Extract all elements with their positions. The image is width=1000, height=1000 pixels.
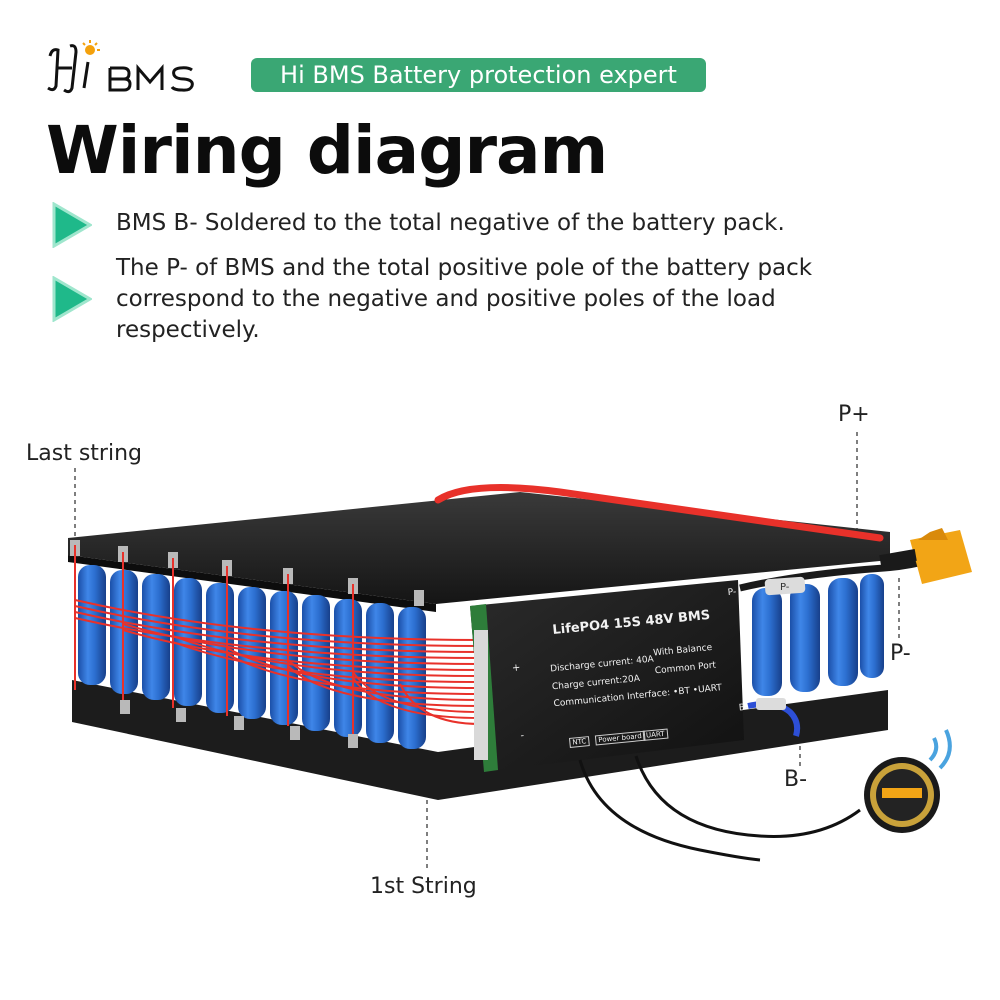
port-ntc: NTC [568, 736, 590, 748]
balance-wires [74, 545, 481, 734]
bms-title: LifePO4 15S 48V BMS [551, 607, 711, 639]
play-arrow-icon [52, 202, 92, 248]
bullet-text-2: The P- of BMS and the total positive pol… [116, 255, 813, 343]
play-arrow-icon [52, 276, 92, 322]
bms-b-minus-label: B- [738, 702, 749, 714]
label-b-minus: B- [784, 767, 808, 792]
bms-p-minus-label: P- [727, 587, 737, 599]
hi-bms-logo [47, 40, 194, 94]
label-p-plus: P+ [838, 402, 870, 427]
bms-board-labels: LifePO4 15S 48V BMS Discharge current: 4… [500, 583, 753, 755]
bms-balance: With Balance [652, 642, 713, 659]
port-power-board: Power board [594, 730, 646, 746]
p-plus-wire [434, 484, 884, 542]
ntc-cable [578, 759, 761, 862]
right-cells [752, 574, 884, 696]
tagline-badge: Hi BMS Battery protection expert [251, 58, 706, 92]
bullet-text-1: BMS B- Soldered to the total negative of… [116, 210, 785, 236]
bluetooth-module [864, 757, 940, 833]
bms-common-port: Common Port [654, 660, 717, 677]
wifi-signal-icon [928, 729, 952, 770]
bms-board [470, 580, 744, 772]
xt60-connector [879, 528, 972, 584]
label-last-string: Last string [26, 441, 142, 466]
page-title: Wiring diagram [46, 112, 608, 189]
bms-pin-plus: + [511, 662, 521, 675]
bms-discharge: Discharge current: 40A [549, 654, 655, 675]
sun-icon [85, 45, 95, 55]
uart-cable [634, 755, 861, 838]
port-uart: UART [642, 728, 669, 741]
label-first-string: 1st String [370, 874, 477, 899]
top-frame [68, 492, 890, 604]
label-p-minus: P- [890, 641, 911, 666]
bms-charge: Charge current:20A [551, 673, 641, 693]
bms-pin-minus: - [520, 730, 525, 742]
wire-tag-p-minus: P- [780, 582, 790, 593]
